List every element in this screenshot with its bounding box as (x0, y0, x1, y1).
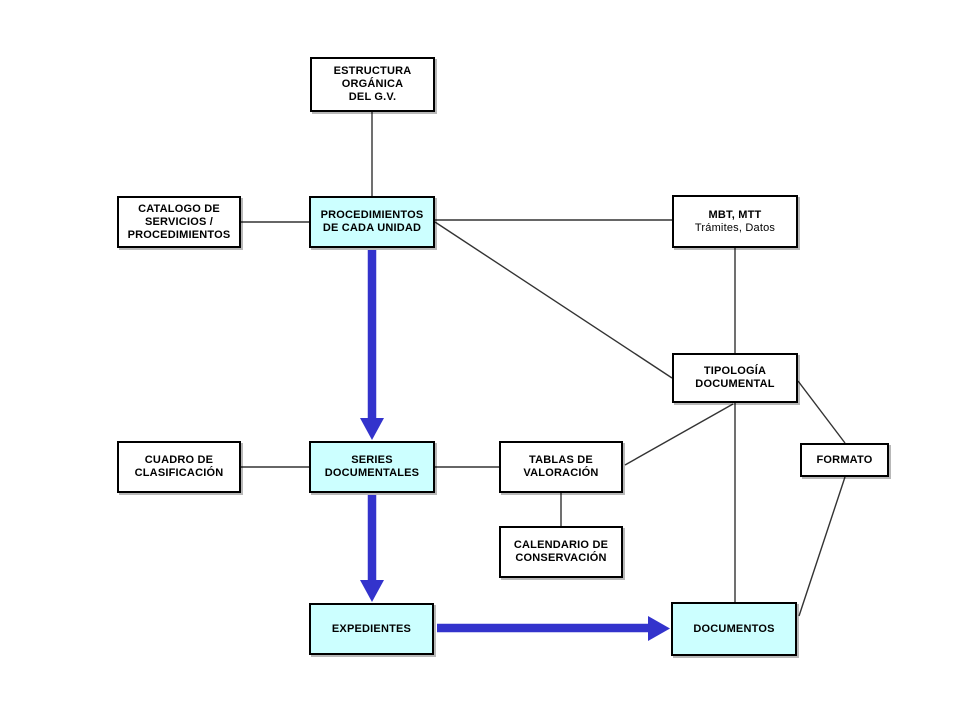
box-tablas-valoracion: TABLAS DE VALORACIÓN (499, 441, 623, 493)
box-estructura-organica: ESTRUCTURA ORGÁNICA DEL G.V. (310, 57, 435, 112)
box-mbt-title: MBT, MTT (708, 208, 762, 221)
flow-arrow-expedientes-documentos (437, 616, 670, 641)
box-formato: FORMATO (800, 443, 889, 477)
box-tipologia-documental: TIPOLOGÍA DOCUMENTAL (672, 353, 798, 403)
box-documentos: DOCUMENTOS (671, 602, 797, 656)
box-calendario-conservacion: CALENDARIO DE CONSERVACIÓN (499, 526, 623, 578)
flow-arrow-series-expedientes (360, 495, 384, 602)
connector-formato-documentos (798, 476, 846, 617)
box-expedientes: EXPEDIENTES (309, 603, 434, 655)
connector-tipologia-formato (797, 380, 846, 444)
box-procedimientos-unidad: PROCEDIMIENTOS DE CADA UNIDAD (309, 196, 435, 248)
box-mbt-mtt: MBT, MTT Trámites, Datos (672, 195, 798, 248)
box-catalogo-servicios: CATALOGO DE SERVICIOS / PROCEDIMIENTOS (117, 196, 241, 248)
box-series-documentales: SERIES DOCUMENTALES (309, 441, 435, 493)
connector-tipologia-tablas (624, 403, 734, 466)
connector-procedimientos-tipologia (434, 221, 673, 379)
box-cuadro-clasificacion: CUADRO DE CLASIFICACIÓN (117, 441, 241, 493)
flow-arrow-procedimientos-series (360, 250, 384, 440)
box-mbt-subtitle: Trámites, Datos (694, 221, 776, 234)
